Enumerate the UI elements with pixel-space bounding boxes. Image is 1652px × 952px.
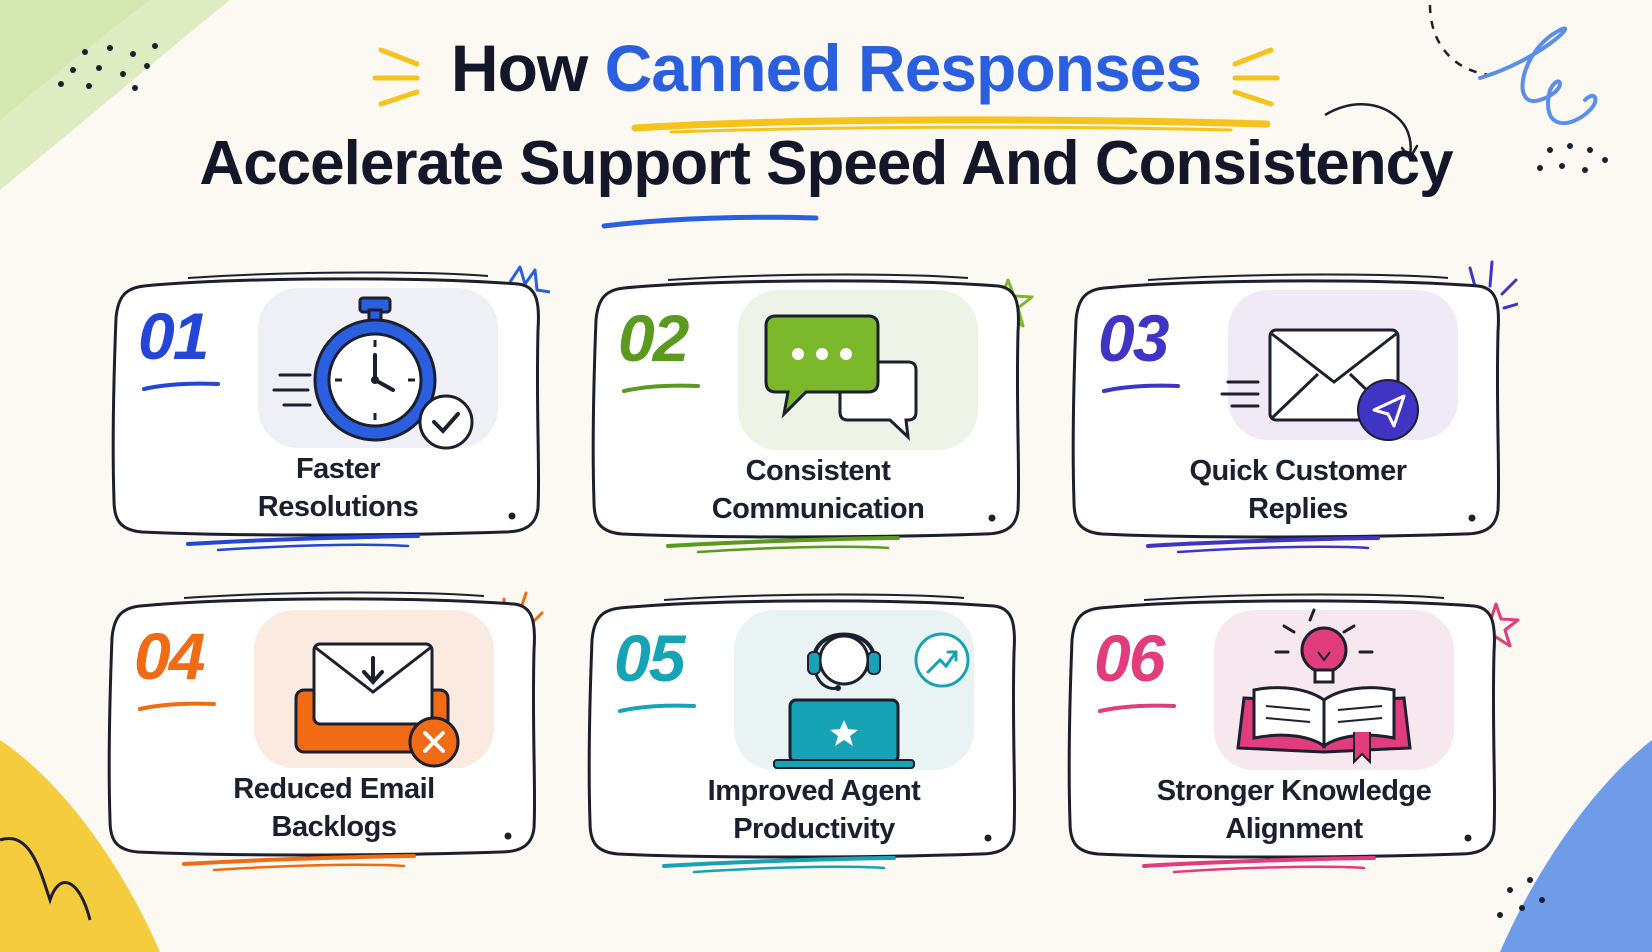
title-sparkle-right bbox=[1232, 47, 1280, 107]
number-underline bbox=[1098, 703, 1176, 713]
card-number: 02 bbox=[618, 301, 689, 375]
agent-headset-icon bbox=[734, 602, 984, 774]
title-sparkle-left bbox=[372, 47, 420, 107]
number-underline bbox=[1102, 383, 1180, 393]
card-number: 05 bbox=[614, 621, 685, 695]
card-number: 06 bbox=[1094, 621, 1165, 695]
title-prefix: How bbox=[450, 31, 588, 105]
envelope-send-icon bbox=[1218, 282, 1468, 454]
title-line-2: Accelerate Support Speed And Consistency bbox=[199, 129, 1453, 198]
page-title: How Canned Responses Accelerate Support … bbox=[0, 28, 1652, 232]
chat-bubbles-icon bbox=[738, 282, 988, 454]
title-underline-blue bbox=[601, 214, 819, 229]
card-number: 01 bbox=[138, 299, 209, 373]
number-underline bbox=[142, 381, 220, 391]
number-underline bbox=[138, 701, 216, 711]
number-underline bbox=[622, 383, 700, 393]
title-line-1: How Canned Responses bbox=[372, 28, 1280, 134]
inbox-download-icon bbox=[254, 600, 504, 772]
number-underline bbox=[618, 703, 696, 713]
title-highlight: Canned Responses bbox=[604, 31, 1202, 105]
card-number: 04 bbox=[134, 619, 205, 693]
corner-brush-bottom-right bbox=[1497, 740, 1652, 952]
stopwatch-check-icon bbox=[258, 280, 508, 452]
book-lightbulb-icon bbox=[1214, 602, 1464, 774]
card-number: 03 bbox=[1098, 301, 1169, 375]
